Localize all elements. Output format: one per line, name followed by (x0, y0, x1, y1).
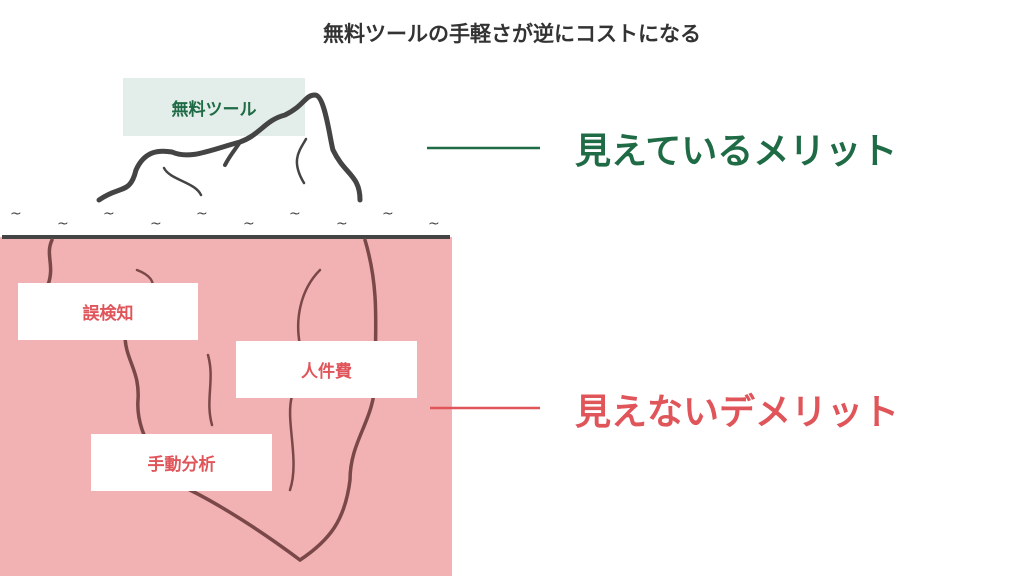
svg-text:~: ~ (57, 216, 69, 232)
svg-text:~: ~ (150, 216, 162, 232)
svg-text:~: ~ (196, 206, 208, 222)
free-tool-label: 無料ツール (123, 78, 305, 136)
hidden-demerit-label: 見えないデメリット (575, 392, 900, 433)
svg-text:~: ~ (103, 206, 115, 222)
svg-text:~: ~ (10, 206, 22, 222)
svg-text:~: ~ (243, 216, 255, 232)
visible-merit-label: 見えているメリット (575, 131, 898, 172)
water-waves: ~ ~ ~ ~ ~ ~ ~ ~ ~ ~ (10, 206, 440, 232)
svg-text:~: ~ (428, 216, 440, 232)
hidden-item-labor-cost: 人件費 (236, 341, 417, 398)
svg-text:~: ~ (382, 206, 394, 222)
diagram-title: 無料ツールの手軽さが逆にコストになる (323, 22, 701, 46)
svg-text:~: ~ (336, 216, 348, 232)
hidden-item-false-positive: 誤検知 (18, 283, 198, 340)
hidden-item-manual-analysis: 手動分析 (91, 434, 272, 491)
svg-text:~: ~ (289, 206, 301, 222)
